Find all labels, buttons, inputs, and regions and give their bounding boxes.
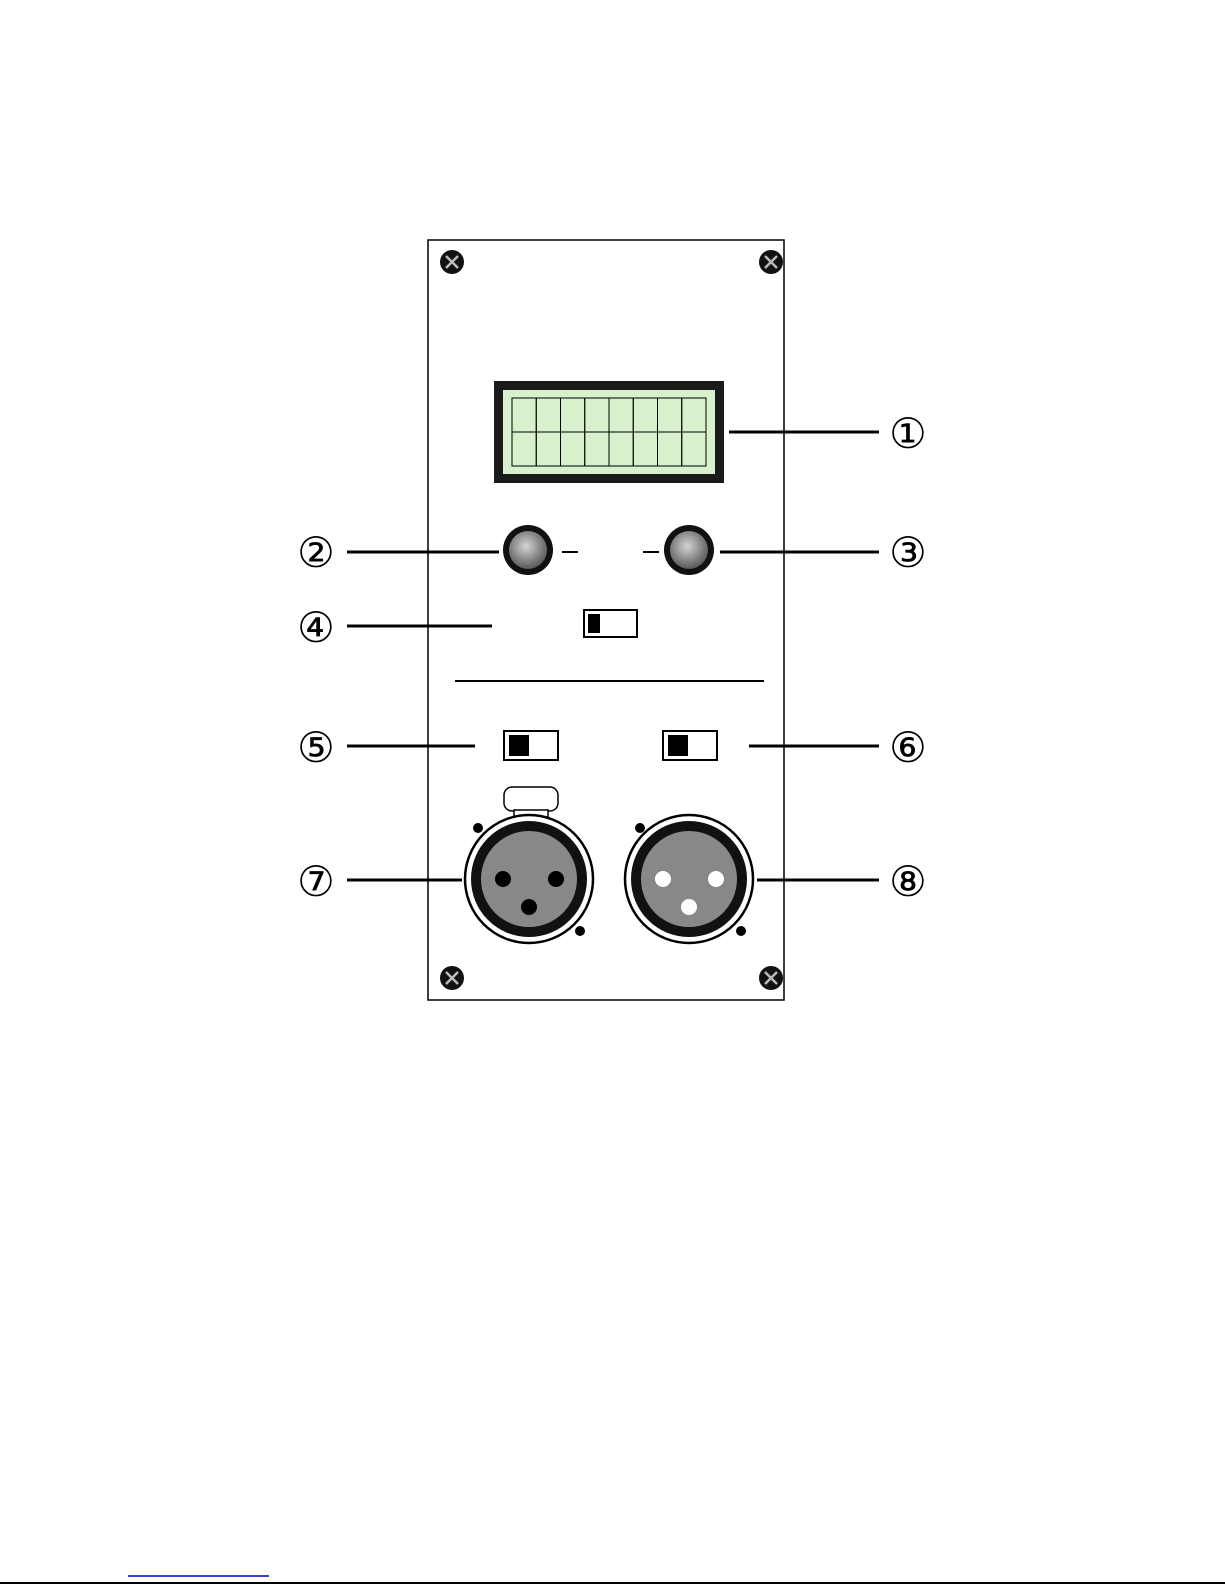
callout-3-label: ③	[889, 528, 927, 577]
callout-7-label: ⑦	[297, 857, 335, 906]
callout-5-label: ⑤	[297, 723, 335, 772]
xlr-male-connector[interactable]	[625, 815, 753, 943]
callout-4-label: ④	[297, 603, 335, 652]
screw-bottom-left-icon	[440, 966, 464, 990]
callout-6-label: ⑥	[889, 723, 927, 772]
screw-top-left-icon	[440, 250, 464, 274]
lcd-display	[494, 381, 724, 483]
right-switch[interactable]	[663, 731, 717, 760]
left-knob[interactable]	[503, 525, 553, 575]
screw-bottom-right-icon	[759, 966, 783, 990]
left-switch[interactable]	[504, 731, 558, 760]
callout-8-label: ⑧	[889, 857, 927, 906]
top-switch[interactable]	[584, 610, 637, 637]
right-knob[interactable]	[664, 525, 714, 575]
callout-1-label: ①	[889, 409, 927, 458]
callout-2-label: ②	[297, 528, 335, 577]
screw-top-right-icon	[759, 250, 783, 274]
